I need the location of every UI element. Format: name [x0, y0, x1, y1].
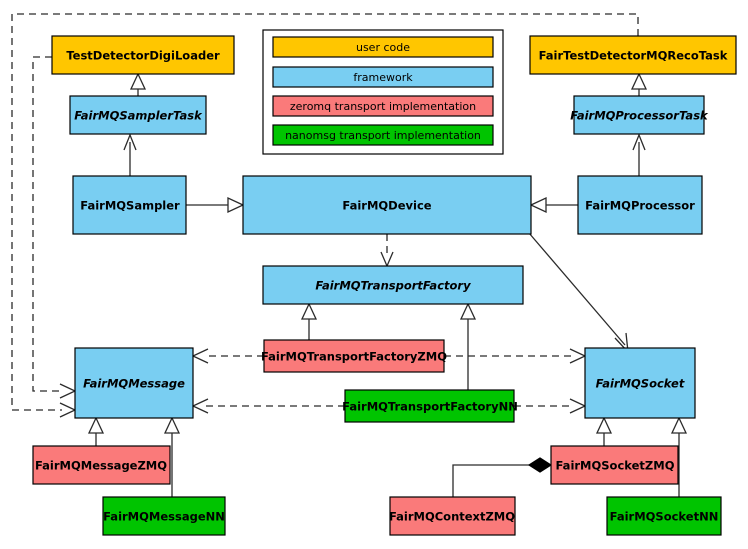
legend-swatch-nanomsg: [272, 124, 494, 146]
node-box[interactable]: [606, 496, 722, 536]
edge-transportfactoryzmq-to-transportfactory: [300, 302, 318, 340]
legend-item-framework: framework: [272, 66, 494, 88]
legend-swatch-framework: [272, 66, 494, 88]
edge-processor-to-processortask: [632, 133, 646, 176]
node-label: FairMQSocketNN: [610, 510, 719, 524]
edge-samplertask-to-digiloader: [129, 72, 147, 96]
node-fairmqdevice[interactable]: FairMQDevice: [242, 175, 532, 235]
node-label: FairMQProcessorTask: [570, 109, 709, 123]
edge-sampler-to-device: [186, 196, 245, 214]
node-label: FairMQMessage: [83, 377, 185, 391]
node-label: FairMQDevice: [342, 199, 431, 213]
node-box[interactable]: [550, 445, 679, 485]
node-box[interactable]: [389, 496, 516, 536]
node-label: FairMQTransportFactoryNN: [342, 400, 518, 414]
node-testdetectordigiloader[interactable]: TestDetectorDigiLoader: [51, 35, 235, 75]
node-box[interactable]: [242, 175, 532, 235]
node-box[interactable]: [573, 95, 705, 135]
node-fairmqsocketzmq[interactable]: FairMQSocketZMQ: [550, 445, 679, 485]
node-fairmqprocessortask[interactable]: FairMQProcessorTask: [570, 95, 709, 135]
node-box[interactable]: [69, 95, 207, 135]
legend-label-framework: framework: [353, 71, 413, 84]
node-box[interactable]: [74, 347, 194, 419]
legend-item-nanomsg: nanomsg transport implementation: [272, 124, 494, 146]
node-fairmqcontextzmq[interactable]: FairMQContextZMQ: [389, 496, 516, 536]
legend-swatch-user-code: [272, 36, 494, 58]
edge-processortask-to-recotask: [630, 72, 648, 96]
node-fairmqprocessor[interactable]: FairMQProcessor: [577, 175, 703, 235]
node-box[interactable]: [102, 496, 226, 536]
node-box[interactable]: [72, 175, 187, 235]
node-fairmqtransportfactorynn[interactable]: FairMQTransportFactoryNN: [342, 389, 518, 423]
node-label: FairMQTransportFactory: [315, 279, 471, 293]
node-fairmqsocket[interactable]: FairMQSocket: [584, 347, 696, 419]
node-label: FairMQProcessor: [585, 199, 695, 213]
legend-label-user-code: user code: [356, 41, 410, 54]
node-fairmqtransportfactory[interactable]: FairMQTransportFactory: [262, 265, 524, 305]
node-label: FairMQSocketZMQ: [556, 459, 675, 473]
legend: user code framework zeromq transport imp…: [262, 29, 504, 155]
node-fairmqmessage[interactable]: FairMQMessage: [74, 347, 194, 419]
node-label: FairMQSamplerTask: [74, 109, 203, 123]
node-fairmqmessagezmq[interactable]: FairMQMessageZMQ: [32, 445, 171, 485]
node-box[interactable]: [262, 265, 524, 305]
node-fairmqsocketnn[interactable]: FairMQSocketNN: [606, 496, 722, 536]
node-box[interactable]: [32, 445, 171, 485]
edge-layer: [11, 13, 688, 497]
node-label: FairMQSampler: [80, 199, 180, 213]
edge-messagenn-to-message: [163, 416, 181, 497]
edge-transportfactorynn-to-transportfactory: [459, 302, 477, 390]
node-label: FairMQMessageNN: [103, 510, 225, 524]
node-fairmqsamplertask[interactable]: FairMQSamplerTask: [69, 95, 207, 135]
node-label: FairMQSocket: [596, 377, 685, 391]
node-label: TestDetectorDigiLoader: [66, 49, 220, 63]
node-label: FairMQTransportFactoryZMQ: [261, 350, 447, 364]
node-box[interactable]: [529, 35, 737, 75]
legend-item-user-code: user code: [272, 36, 494, 58]
node-label: FairMQContextZMQ: [389, 510, 515, 524]
legend-label-zeromq: zeromq transport implementation: [290, 100, 476, 113]
node-box[interactable]: [577, 175, 703, 235]
node-fairtestdetectormqrecotask[interactable]: FairTestDetectorMQRecoTask: [529, 35, 737, 75]
node-box[interactable]: [344, 389, 515, 423]
node-fairmqsampler[interactable]: FairMQSampler: [72, 175, 187, 235]
legend-label-nanomsg: nanomsg transport implementation: [285, 129, 481, 142]
edge-socketnn-to-socket: [670, 416, 688, 497]
node-label: FairMQMessageZMQ: [35, 459, 167, 473]
node-fairmqmessagenn[interactable]: FairMQMessageNN: [102, 496, 226, 536]
node-fairmqtransportfactoryzmq[interactable]: FairMQTransportFactoryZMQ: [261, 339, 447, 373]
edge-sampler-to-samplertask: [123, 133, 137, 176]
edge-contextzmq-to-socketzmq: [452, 457, 553, 497]
node-label: FairTestDetectorMQRecoTask: [539, 49, 728, 63]
legend-swatch-zeromq: [272, 95, 494, 117]
node-box[interactable]: [51, 35, 235, 75]
node-layer: TestDetectorDigiLoader FairMQSamplerTask…: [32, 35, 737, 536]
edge-messagezmq-to-message: [87, 416, 105, 446]
edge-processor-to-device: [529, 196, 578, 214]
edge-socketzmq-to-socket: [595, 416, 613, 446]
node-box[interactable]: [584, 347, 696, 419]
node-box[interactable]: [263, 339, 445, 373]
legend-item-zeromq: zeromq transport implementation: [272, 95, 494, 117]
